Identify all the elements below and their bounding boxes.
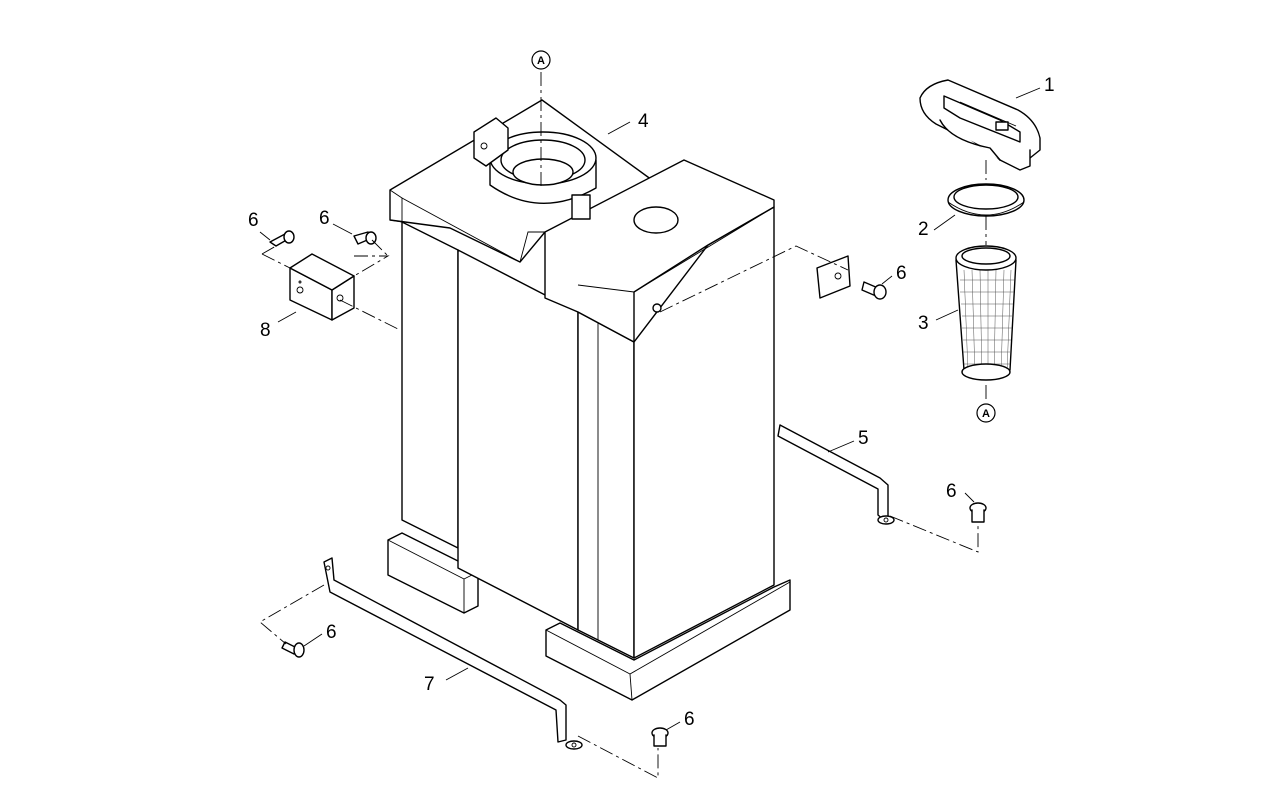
callout-strainer: 3 (918, 313, 929, 334)
callout-bolt: 6 (326, 622, 337, 643)
reference-marker-bottom: A (976, 403, 996, 423)
bolt-strap-front-right (651, 727, 669, 747)
callout-strap-front: 7 (424, 674, 435, 695)
callout-bolt: 6 (319, 208, 330, 229)
callout-bolt: 6 (946, 481, 957, 502)
callout-labels: 1 2 3 4 5 6 6 6 6 6 6 7 8 (248, 75, 1055, 730)
svg-text:A: A (982, 408, 990, 420)
callout-seal-ring: 2 (918, 219, 929, 240)
strainer (955, 245, 1017, 381)
strap-right (777, 424, 895, 525)
callout-strap-right: 5 (858, 428, 869, 449)
center-lines (259, 72, 987, 779)
bolt-strap-front-left (281, 641, 305, 658)
mounting-plate (816, 255, 851, 299)
bolt-top-left-1 (269, 230, 295, 247)
reference-marker-top: A (531, 50, 551, 70)
mounting-bracket (289, 253, 355, 321)
leader-lines (259, 87, 1041, 731)
bolt-strap-right (969, 502, 987, 523)
callout-bolt: 6 (684, 709, 695, 730)
callout-bolt: 6 (896, 263, 907, 284)
callout-bolt: 6 (248, 210, 259, 231)
seal-ring (947, 183, 1025, 217)
hydraulic-tank (387, 99, 791, 701)
bolt-top-left-2 (353, 231, 377, 245)
callout-cap: 1 (1044, 75, 1055, 96)
callout-bracket: 8 (260, 320, 271, 341)
callout-tank: 4 (638, 111, 649, 132)
strap-front (323, 557, 583, 750)
filler-cap (919, 79, 1041, 171)
bolt-right-tank (861, 281, 887, 300)
svg-text:A: A (537, 55, 545, 67)
